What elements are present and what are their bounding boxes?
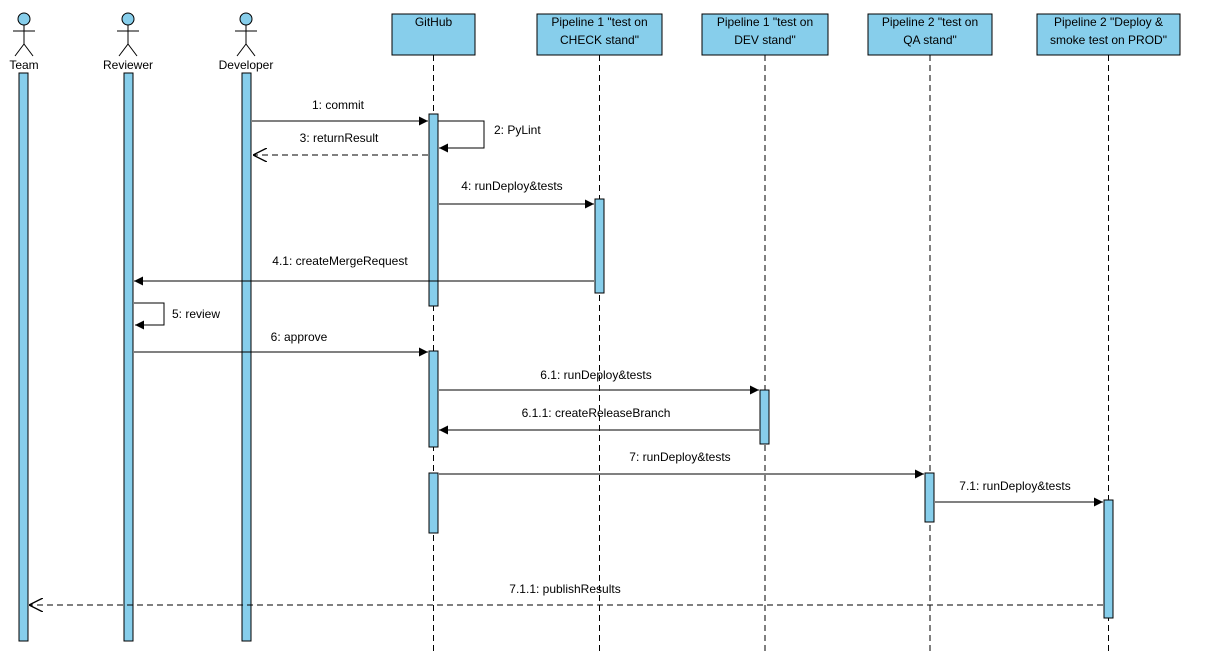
participant-title-line: GitHub bbox=[415, 15, 453, 29]
activation-bar-developer[interactable] bbox=[241, 72, 252, 642]
message-label: 2: PyLint bbox=[494, 123, 541, 137]
actor-label: Developer bbox=[219, 58, 274, 72]
stick-figure-icon bbox=[13, 12, 35, 57]
activation-bar-github[interactable] bbox=[428, 350, 439, 448]
actor-developer[interactable]: Developer bbox=[219, 12, 274, 72]
activation-bar-pipeline1-check[interactable] bbox=[594, 198, 605, 294]
message-label: 7.1.1: publishResults bbox=[509, 582, 620, 596]
participant-github[interactable]: GitHub bbox=[391, 13, 476, 56]
participant-pipeline1-dev[interactable]: Pipeline 1 "test on DEV stand" bbox=[701, 13, 829, 56]
activation-bar-team[interactable] bbox=[18, 72, 29, 642]
message-label: 4.1: createMergeRequest bbox=[272, 254, 408, 268]
activation-bar-pipeline2-prod[interactable] bbox=[1103, 499, 1114, 619]
message-label: 7: runDeploy&tests bbox=[629, 450, 730, 464]
stick-figure-icon bbox=[235, 12, 257, 57]
participant-title-line: CHECK stand" bbox=[560, 33, 639, 47]
message-label: 1: commit bbox=[312, 98, 365, 112]
message-label: 6.1.1: createReleaseBranch bbox=[522, 406, 671, 420]
participant-box bbox=[867, 13, 993, 56]
participant-title-line: QA stand" bbox=[903, 33, 957, 47]
activation-bar-pipeline2-qa[interactable] bbox=[924, 472, 935, 523]
participant-pipeline2-qa[interactable]: Pipeline 2 "test on QA stand" bbox=[867, 13, 993, 56]
participant-pipeline1-check[interactable]: Pipeline 1 "test on CHECK stand" bbox=[536, 13, 663, 56]
participant-pipeline2-prod[interactable]: Pipeline 2 "Deploy & smoke test on PROD" bbox=[1036, 13, 1181, 56]
message-label: 6: approve bbox=[271, 330, 328, 344]
participant-box bbox=[1036, 13, 1181, 56]
actor-label: Reviewer bbox=[103, 58, 153, 72]
activation-bar-pipeline1-dev[interactable] bbox=[759, 389, 770, 445]
message-label: 5: review bbox=[172, 307, 220, 321]
participant-title-line: Pipeline 1 "test on bbox=[717, 15, 813, 29]
participant-box bbox=[701, 13, 829, 56]
participant-title-line: Pipeline 2 "test on bbox=[882, 15, 978, 29]
message-label: 4: runDeploy&tests bbox=[461, 179, 562, 193]
activation-bar-github[interactable] bbox=[428, 472, 439, 534]
actor-reviewer[interactable]: Reviewer bbox=[103, 12, 153, 72]
participant-title-line: DEV stand" bbox=[734, 33, 796, 47]
message-label: 3: returnResult bbox=[300, 131, 379, 145]
stick-figure-icon bbox=[117, 12, 139, 57]
self-message-arrow[interactable] bbox=[134, 302, 165, 330]
participant-title-line: Pipeline 1 "test on bbox=[551, 15, 647, 29]
self-message-arrow[interactable] bbox=[438, 120, 485, 153]
message-label: 6.1: runDeploy&tests bbox=[540, 368, 651, 382]
actor-label: Team bbox=[9, 58, 38, 72]
actor-team[interactable]: Team bbox=[9, 12, 39, 72]
activation-bar-reviewer[interactable] bbox=[123, 72, 134, 642]
participant-box bbox=[536, 13, 663, 56]
participant-title-line: Pipeline 2 "Deploy & bbox=[1054, 15, 1163, 29]
activation-bar-github[interactable] bbox=[428, 113, 439, 307]
message-label: 7.1: runDeploy&tests bbox=[959, 479, 1070, 493]
participant-title-line: smoke test on PROD" bbox=[1050, 33, 1167, 47]
